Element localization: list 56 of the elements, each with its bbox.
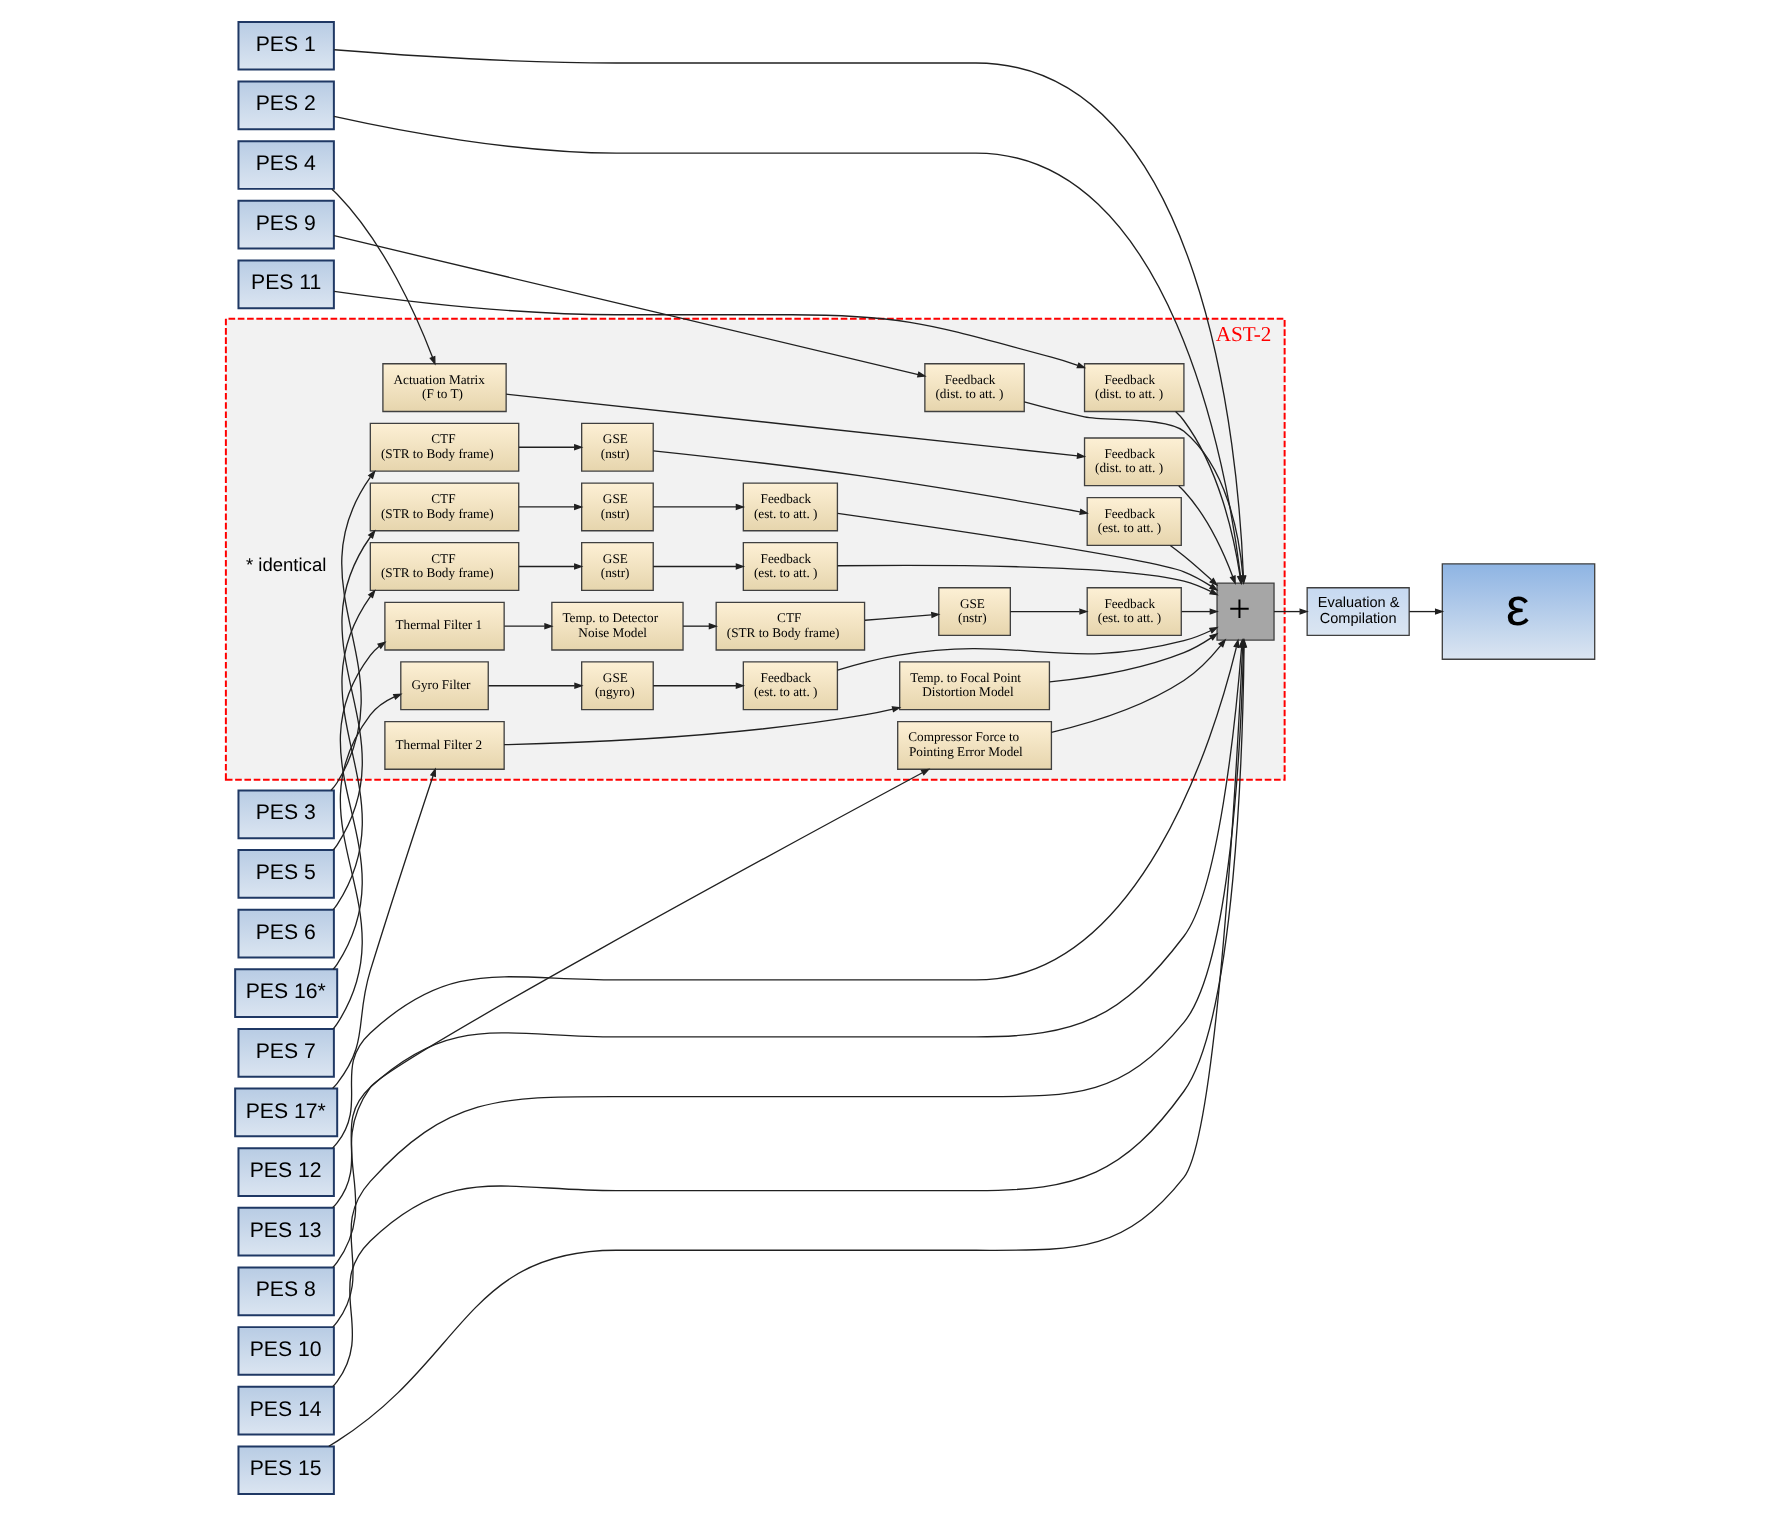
- arrow: [502, 706, 901, 746]
- arrow: [651, 450, 1088, 515]
- node-box: PES 11: [236, 259, 334, 310]
- arrow: [330, 188, 435, 366]
- arrow: [1407, 608, 1444, 615]
- node-box: ε: [1440, 563, 1595, 660]
- arrow: [517, 503, 583, 511]
- node-box: PES 12: [236, 1147, 334, 1197]
- arrow: [517, 444, 583, 451]
- arrow: [1168, 544, 1218, 587]
- node-box: Evaluation & Compilation: [1305, 587, 1409, 637]
- arrow: [329, 469, 375, 791]
- node-box: PES 10: [236, 1326, 334, 1376]
- arrow: [502, 622, 553, 630]
- node-box: PES 8: [236, 1266, 334, 1317]
- arrow: [504, 393, 1086, 460]
- node-box: PES 15: [236, 1445, 334, 1496]
- arrow: [863, 611, 940, 621]
- node-box: PES 1: [236, 20, 334, 71]
- arrow: [331, 767, 435, 1089]
- arrow: [517, 563, 583, 570]
- node-box: PES 3: [236, 789, 334, 840]
- arrow: [331, 768, 930, 1268]
- arrow: [1049, 638, 1226, 733]
- arrow: [332, 290, 1086, 369]
- arrow: [1272, 608, 1308, 615]
- node-box: PES 13: [236, 1206, 334, 1257]
- node-box: PES 4: [236, 140, 334, 190]
- node-box: PES 9: [236, 199, 334, 250]
- node-box: PES 7: [236, 1028, 334, 1078]
- arrow: [681, 622, 718, 630]
- arrow: [331, 589, 375, 911]
- node-box: PES 14: [236, 1385, 334, 1436]
- arrow: [1048, 632, 1218, 683]
- arrow: [1008, 608, 1088, 615]
- arrow: [331, 641, 386, 970]
- arrow: [1177, 485, 1235, 585]
- arrow: [486, 682, 583, 690]
- arrow: [331, 693, 402, 1030]
- arrow: [651, 563, 745, 570]
- label: * identical: [244, 555, 326, 576]
- arrow: [835, 564, 1218, 596]
- arrow: [332, 235, 926, 378]
- arrow: [1179, 608, 1218, 615]
- arrow: [835, 626, 1218, 671]
- arrow: [651, 503, 745, 511]
- arrow: [331, 529, 375, 851]
- arrow: [836, 512, 1218, 592]
- node-box: +: [1215, 582, 1274, 641]
- arrow: [651, 682, 745, 690]
- node-box: PES 5: [236, 849, 334, 899]
- node-box: PES 2: [236, 80, 334, 131]
- arrow: [1173, 410, 1243, 586]
- node-box: PES 17*: [233, 1087, 338, 1138]
- node-box: PES 6: [236, 908, 334, 959]
- node-box: PES 16*: [233, 968, 338, 1019]
